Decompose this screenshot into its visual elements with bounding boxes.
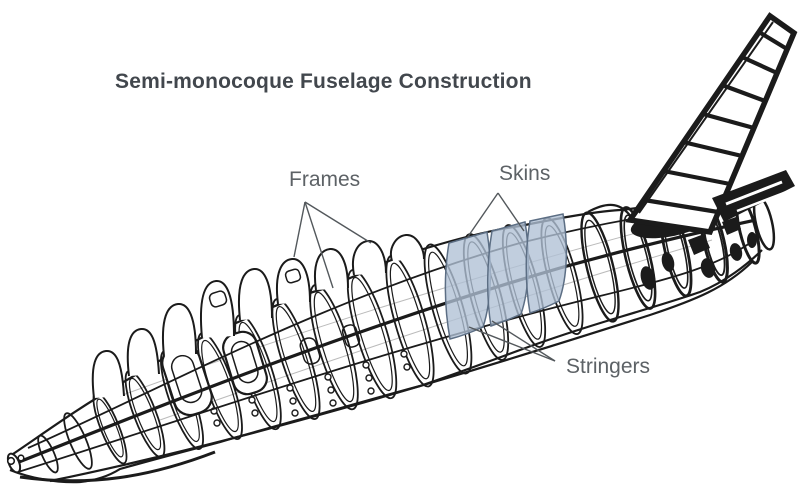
skin-panel	[444, 231, 492, 340]
skin-panels	[444, 213, 568, 340]
skin-panel	[487, 221, 530, 327]
nose-bulkhead	[6, 452, 25, 474]
diagram-title: Semi-monocoque Fuselage Construction	[115, 70, 532, 93]
stringers-label: Stringers	[566, 355, 651, 378]
frames-leader-lines	[293, 201, 372, 289]
frame-crests	[91, 234, 425, 399]
fuselage-structure	[6, 194, 776, 484]
frames-label: Frames	[289, 168, 361, 191]
skin-panel	[525, 213, 568, 314]
tail-cone	[712, 170, 795, 222]
stringers-leader-lines	[468, 320, 556, 362]
aft-structure	[640, 217, 757, 290]
skins-leader-lines	[466, 192, 525, 239]
skins-label: Skins	[499, 162, 551, 185]
tail-fin	[625, 12, 798, 239]
